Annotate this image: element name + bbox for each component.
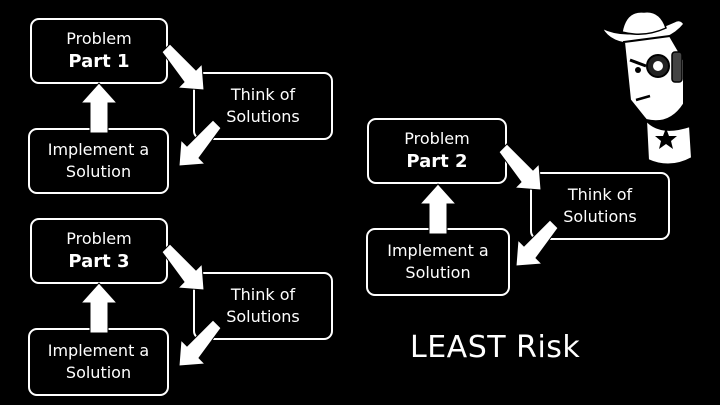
think-label: Think of Solutions	[563, 185, 637, 226]
implement-box-2: Implement a Solution	[366, 228, 510, 296]
problem-part-label: Part 2	[406, 151, 468, 172]
problem-part-label: Part 1	[68, 51, 130, 72]
implement-label: Implement a Solution	[47, 341, 150, 382]
problem-box-part-2: Problem Part 2	[367, 118, 507, 184]
least-risk-caption: LEAST Risk	[410, 330, 581, 365]
arrow-implement-to-problem-3	[80, 282, 118, 334]
arrow-problem-to-think-2	[498, 143, 542, 191]
implement-label: Implement a Solution	[387, 241, 489, 282]
cowboy-robot-mascot-icon	[600, 11, 694, 166]
arrow-problem-to-think-1	[161, 43, 205, 91]
arrow-think-to-implement-2	[515, 219, 559, 267]
think-label: Think of Solutions	[226, 85, 300, 126]
implement-box-3: Implement a Solution	[28, 328, 169, 396]
implement-label: Implement a Solution	[47, 140, 150, 181]
implement-box-1: Implement a Solution	[28, 128, 169, 194]
arrow-implement-to-problem-1	[80, 82, 118, 134]
think-label: Think of Solutions	[226, 285, 300, 326]
problem-box-part-3: Problem Part 3	[30, 218, 168, 284]
arrow-implement-to-problem-2	[419, 183, 457, 235]
problem-label: Problem	[66, 29, 132, 48]
problem-box-part-1: Problem Part 1	[30, 18, 168, 84]
arrow-think-to-implement-1	[178, 119, 222, 167]
problem-label: Problem	[66, 229, 132, 248]
arrow-think-to-implement-3	[178, 319, 222, 367]
arrow-problem-to-think-3	[161, 243, 205, 291]
problem-label: Problem	[404, 129, 470, 148]
problem-part-label: Part 3	[68, 251, 130, 272]
